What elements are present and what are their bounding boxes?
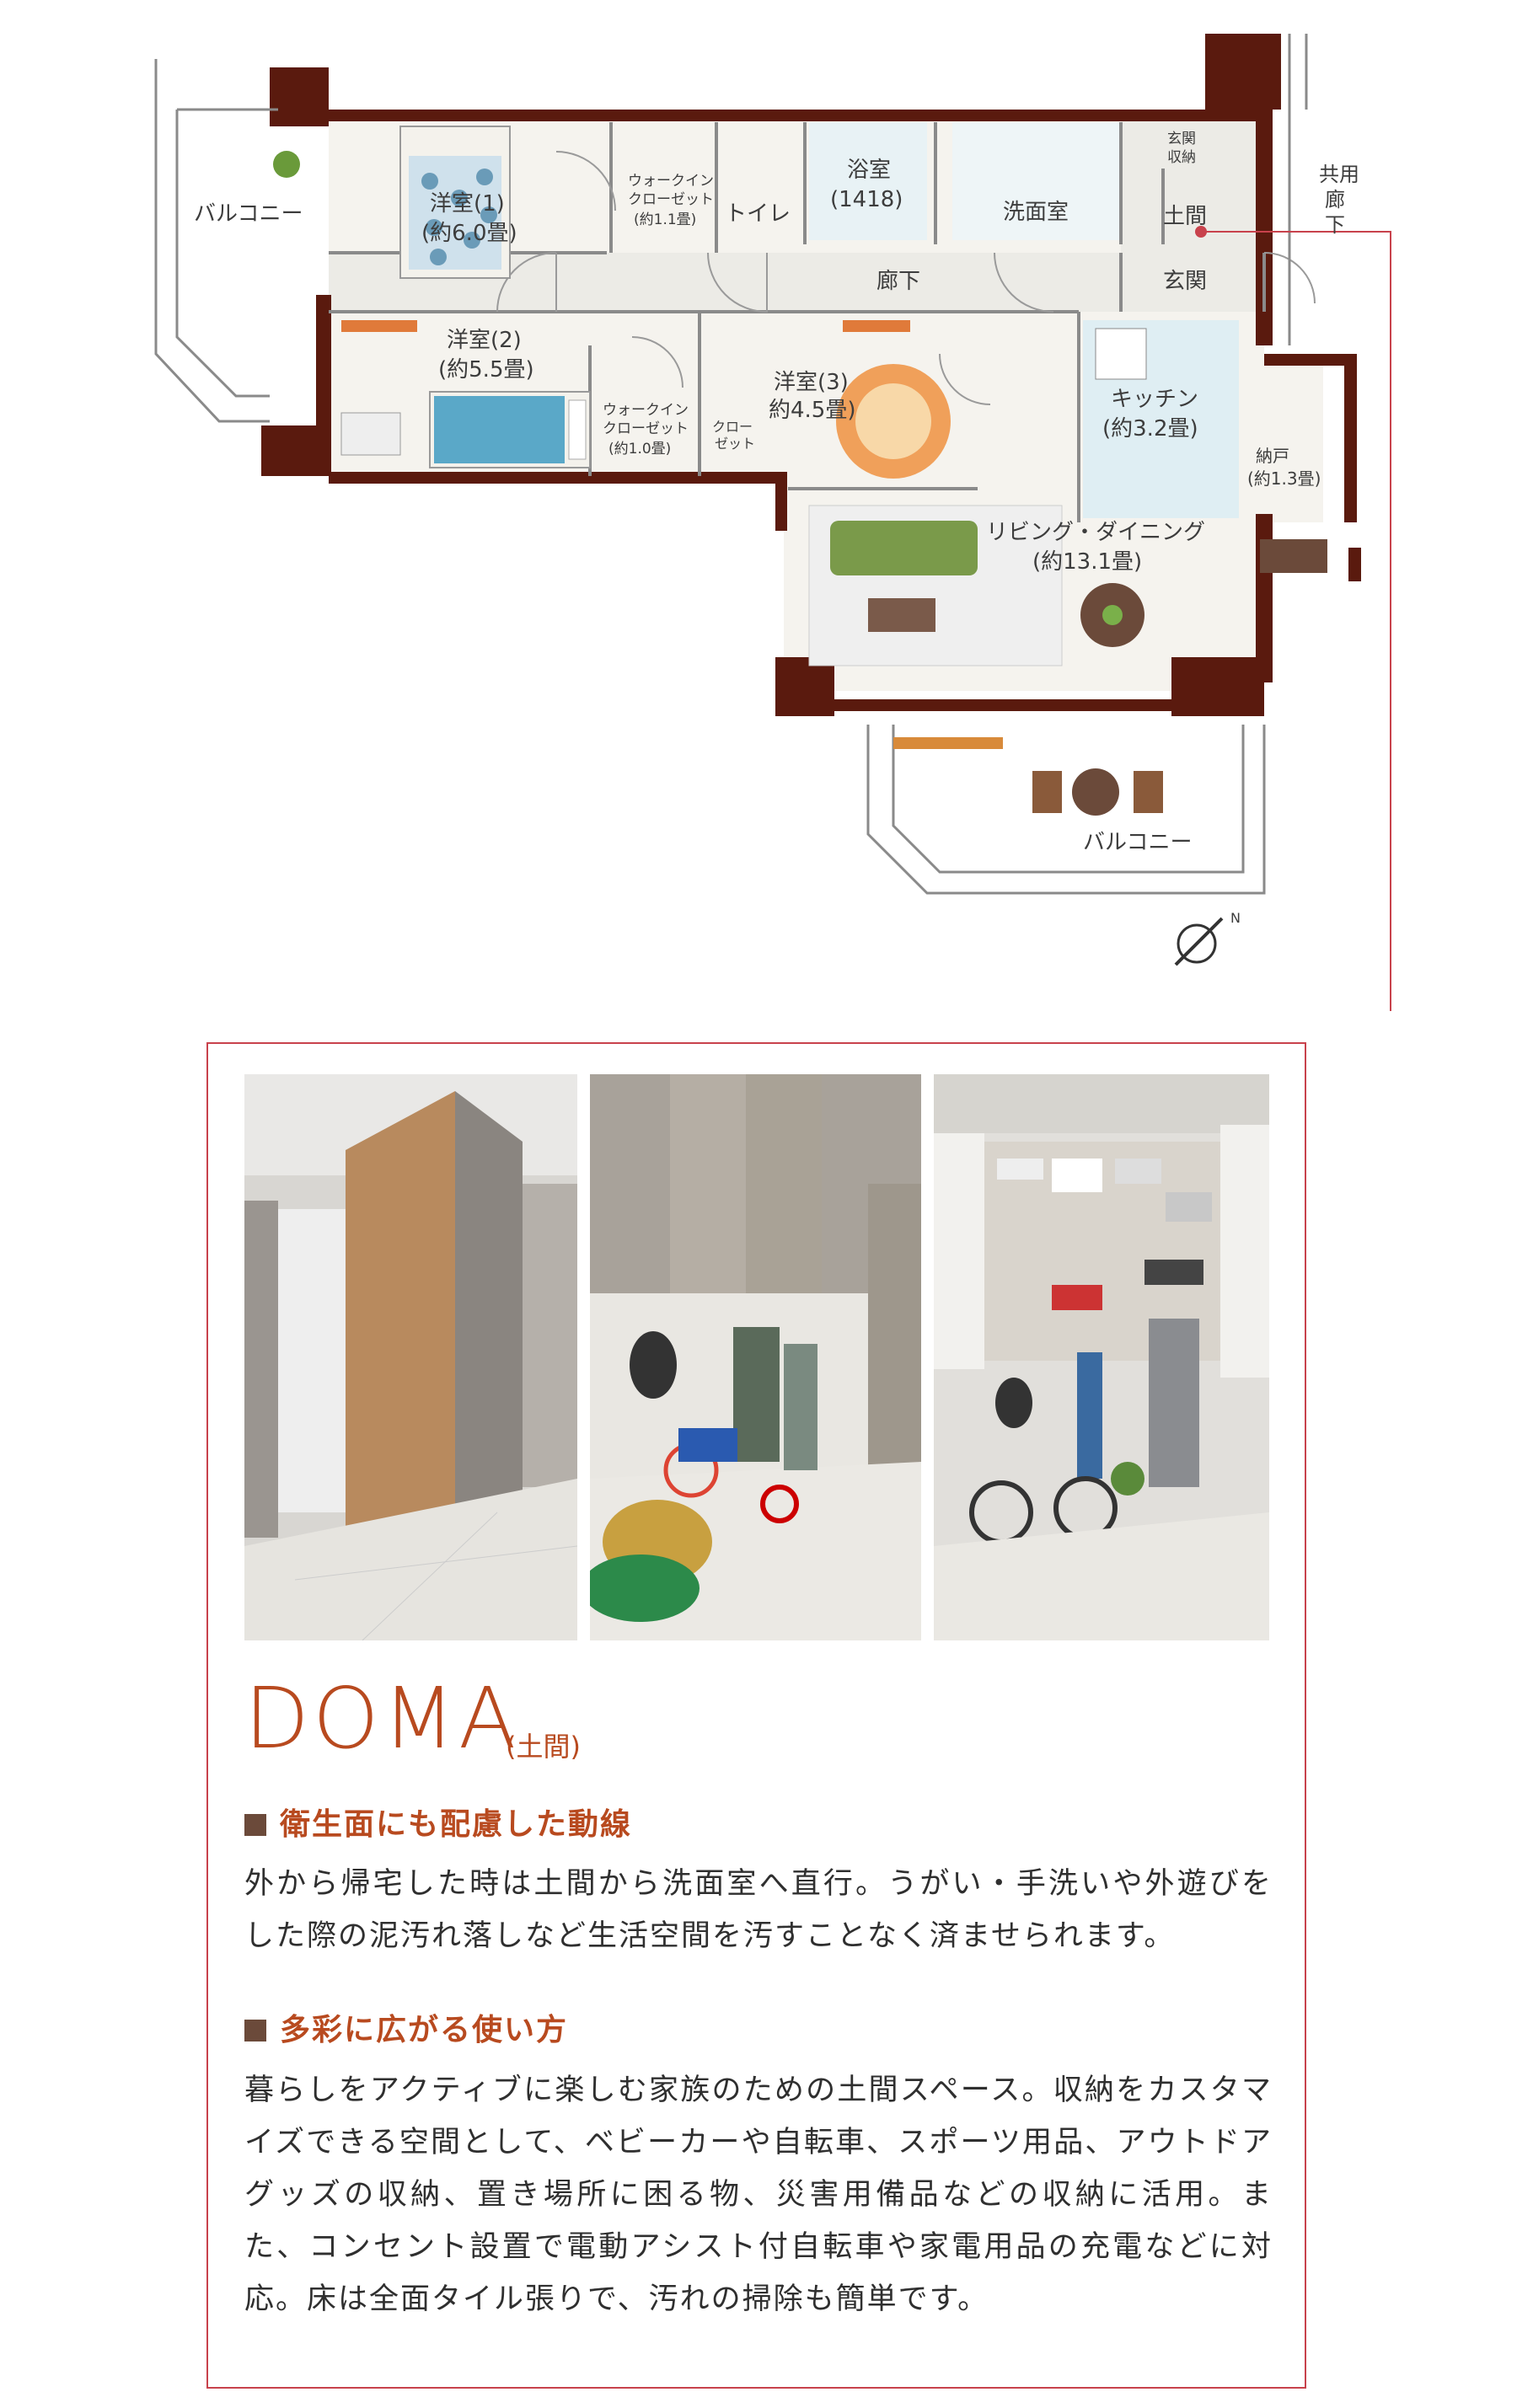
room1-name: 洋室(1) [430,191,505,217]
doma-subtitle: (土間) [506,1731,581,1763]
doma-label: 土間 [1163,204,1207,229]
svg-text:クローゼット: クローゼット [603,420,689,437]
bath-name: 浴室 [847,158,891,183]
wic1-name: ウォークイン [628,173,714,190]
svg-text:ウォークイン: ウォークイン [603,402,689,419]
toilet-label: トイレ [725,201,791,227]
washroom-label: 洗面室 [1003,200,1069,225]
section2-text: 暮らしをアクティブに楽しむ家族のための土間スペース。収納をカスタマイズできる空間… [244,2074,1273,2316]
svg-text:クロー: クロー [712,419,753,435]
square-bullet-icon [244,2020,266,2041]
section1-heading: 衛生面にも配慮した動線 [244,1800,632,1843]
doma-title: DOMA [244,1669,520,1768]
balcony-left-label: バルコニー [194,201,303,227]
storage-size: (約1.3畳) [1247,468,1321,489]
floor-plan: バルコニー 洋室(1) (約6.0畳) ウォークイン クローゼット (約1.1畳… [154,34,1391,1011]
section1-text: 外から帰宅した時は土間から洗面室へ直行。うがい・手洗いや外遊びをした際の泥汚れ落… [244,1867,1273,1953]
compass-icon: N [1174,910,1241,966]
square-bullet-icon [244,1814,266,1836]
photo-hallway [244,1074,577,1640]
room2-name: 洋室(2) [447,328,522,353]
doma-panel [206,1042,1306,2389]
room-labels: バルコニー 洋室(1) (約6.0畳) ウォークイン クローゼット (約1.1畳… [194,131,1359,855]
svg-text:下: 下 [1325,213,1345,237]
living-name: リビング・ダイニング [986,520,1205,545]
room1-size: (約6.0畳) [421,221,517,246]
section2-heading: 多彩に広がる使い方 [244,2005,568,2049]
entrance-label: 玄関 [1163,269,1207,294]
room2-size: (約5.5畳) [438,357,534,383]
photo-sports-storage [590,1074,921,1640]
storage-name: 納戸 [1256,446,1289,466]
hallway-label: 廊下 [876,269,920,294]
section1-heading-text: 衛生面にも配慮した動線 [280,1806,633,1842]
kitchen-size: (約3.2畳) [1102,416,1198,441]
balcony-bottom-label: バルコニー [1083,830,1192,855]
kitchen-name: キッチン [1111,387,1198,412]
room3-size: 約4.5畳) [769,398,856,423]
room3-name: 洋室(3) [774,370,849,395]
wic2-size: (約1.0畳) [608,441,671,458]
svg-text:玄関: 玄関 [1167,131,1196,147]
svg-text:ゼット: ゼット [715,436,755,452]
svg-text:収納: 収納 [1167,149,1196,166]
wic1-size: (約1.1畳) [634,211,696,228]
section2-heading-text: 多彩に広がる使い方 [280,2012,569,2047]
svg-text:共用: 共用 [1319,163,1359,186]
svg-text:廊: 廊 [1325,188,1345,211]
bath-size: (1418) [830,187,903,212]
svg-text:N: N [1230,910,1241,926]
living-size: (約13.1畳) [1032,549,1142,575]
photo-open-cabinets [934,1074,1269,1640]
svg-text:クローゼット: クローゼット [628,191,714,208]
